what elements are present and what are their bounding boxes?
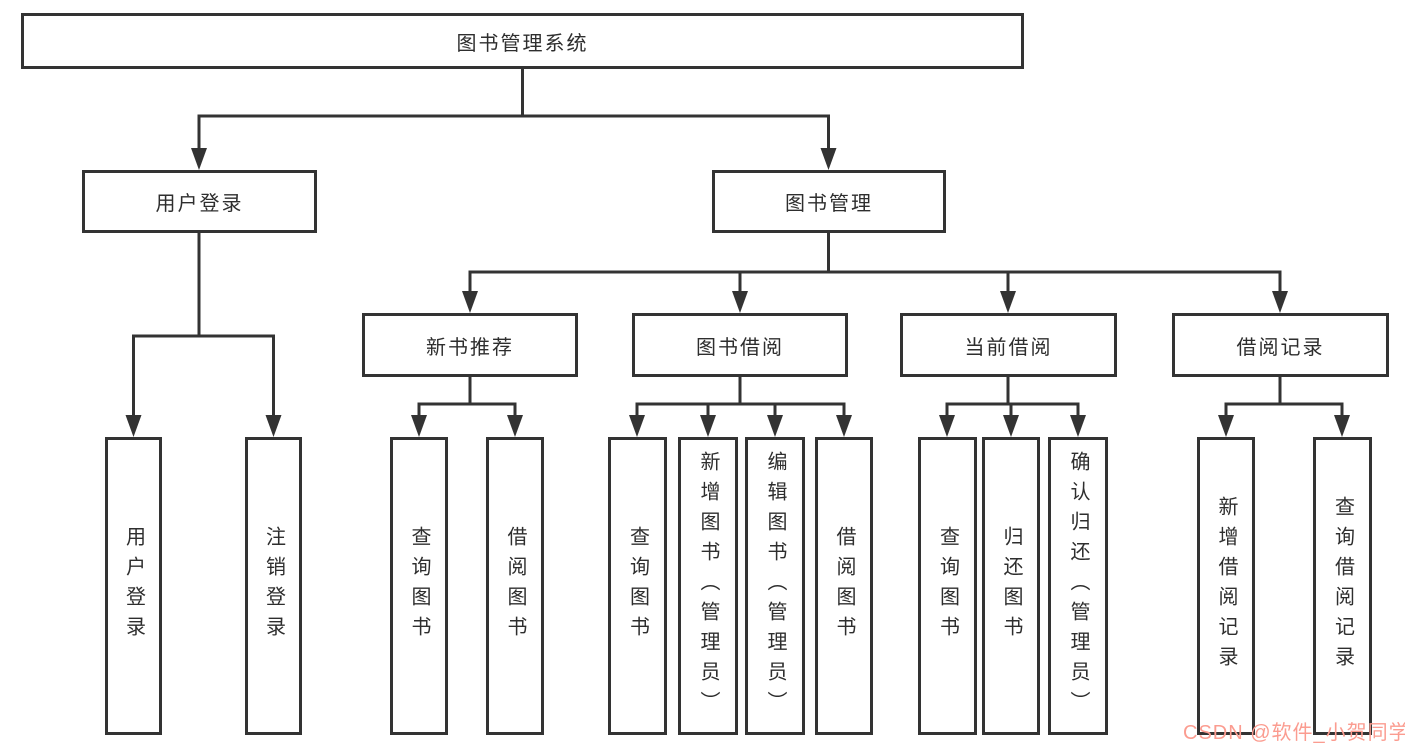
leaf-label: 新增借阅记录 (1215, 496, 1237, 676)
node-book-borrowing-label: 图书借阅 (696, 336, 784, 359)
node-new-book-recommend: 新书推荐 (362, 313, 578, 377)
node-book-management-label: 图书管理 (785, 193, 873, 215)
arrowhead (1070, 415, 1086, 437)
leaf-add-borrow-record: 新增借阅记录 (1197, 437, 1255, 735)
node-current-borrowing-label: 当前借阅 (964, 336, 1053, 359)
leaf-user-login: 用户登录 (105, 437, 162, 735)
leaf-label: 归还图书 (1000, 526, 1022, 646)
node-user-login: 用户登录 (82, 170, 317, 233)
connector-borrowrecords-to-leaves (1224, 377, 1344, 417)
node-book-management: 图书管理 (712, 170, 946, 233)
arrowhead (1003, 415, 1019, 437)
node-book-borrowing: 图书借阅 (632, 313, 848, 377)
arrowhead (836, 415, 852, 437)
leaf-confirm-return-admin: 确认归还（管理员） (1048, 437, 1108, 735)
connector-bookborrow-to-leaves (635, 377, 846, 417)
connector-root-to-level2 (197, 68, 830, 150)
leaf-add-books-admin: 新增图书（管理员） (678, 437, 738, 735)
leaf-query-books-1: 查询图书 (390, 437, 448, 735)
csdn-watermark: CSDN @软件_小贺同学 (1183, 722, 1405, 744)
leaf-label: 编辑图书（管理员） (764, 451, 786, 721)
leaf-label: 查询图书 (408, 526, 430, 646)
arrowhead (1218, 415, 1234, 437)
connector-newbookrec-to-leaves (417, 377, 517, 417)
arrowhead (462, 291, 478, 313)
leaf-borrow-books-2: 借阅图书 (815, 437, 873, 735)
connector-userlogin-to-leaves (132, 232, 275, 417)
arrowhead (507, 415, 523, 437)
leaf-label: 查询借阅记录 (1331, 496, 1354, 676)
leaf-label: 注销登录 (262, 526, 285, 646)
arrowhead (1272, 291, 1288, 313)
leaf-query-books-3: 查询图书 (918, 437, 977, 735)
arrowhead (732, 291, 748, 313)
leaf-return-books: 归还图书 (982, 437, 1040, 735)
arrowhead (629, 415, 645, 437)
node-new-book-recommend-label: 新书推荐 (426, 336, 514, 359)
leaf-label: 用户登录 (122, 526, 145, 646)
leaf-label: 借阅图书 (833, 526, 855, 646)
leaf-label: 查询图书 (936, 526, 959, 646)
leaf-borrow-books-1: 借阅图书 (486, 437, 544, 735)
node-borrowing-records: 借阅记录 (1172, 313, 1389, 377)
node-current-borrowing: 当前借阅 (900, 313, 1117, 377)
arrowhead (1334, 415, 1350, 437)
node-borrowing-records-label: 借阅记录 (1236, 336, 1325, 359)
arrowhead (767, 415, 783, 437)
leaf-label: 新增图书（管理员） (697, 451, 719, 721)
leaf-logout: 注销登录 (245, 437, 302, 735)
arrowhead (700, 415, 716, 437)
arrowhead (265, 415, 282, 437)
node-root: 图书管理系统 (21, 13, 1024, 69)
node-user-login-label: 用户登录 (155, 193, 244, 215)
arrowhead (939, 415, 955, 437)
leaf-query-books-2: 查询图书 (608, 437, 667, 735)
leaf-edit-books-admin: 编辑图书（管理员） (745, 437, 805, 735)
connector-currentborrow-to-leaves (945, 377, 1080, 417)
node-root-label: 图书管理系统 (456, 32, 589, 55)
leaf-label: 确认归还（管理员） (1067, 451, 1089, 721)
arrowhead (125, 415, 142, 437)
leaf-label: 借阅图书 (504, 526, 526, 646)
arrowhead (411, 415, 427, 437)
arrowhead (1000, 291, 1016, 313)
leaf-label: 查询图书 (626, 526, 649, 646)
arrowhead (820, 148, 837, 170)
leaf-query-borrow-record: 查询借阅记录 (1313, 437, 1372, 735)
connector-bookmgmt-to-level3 (468, 233, 1282, 293)
arrowhead (191, 148, 207, 170)
